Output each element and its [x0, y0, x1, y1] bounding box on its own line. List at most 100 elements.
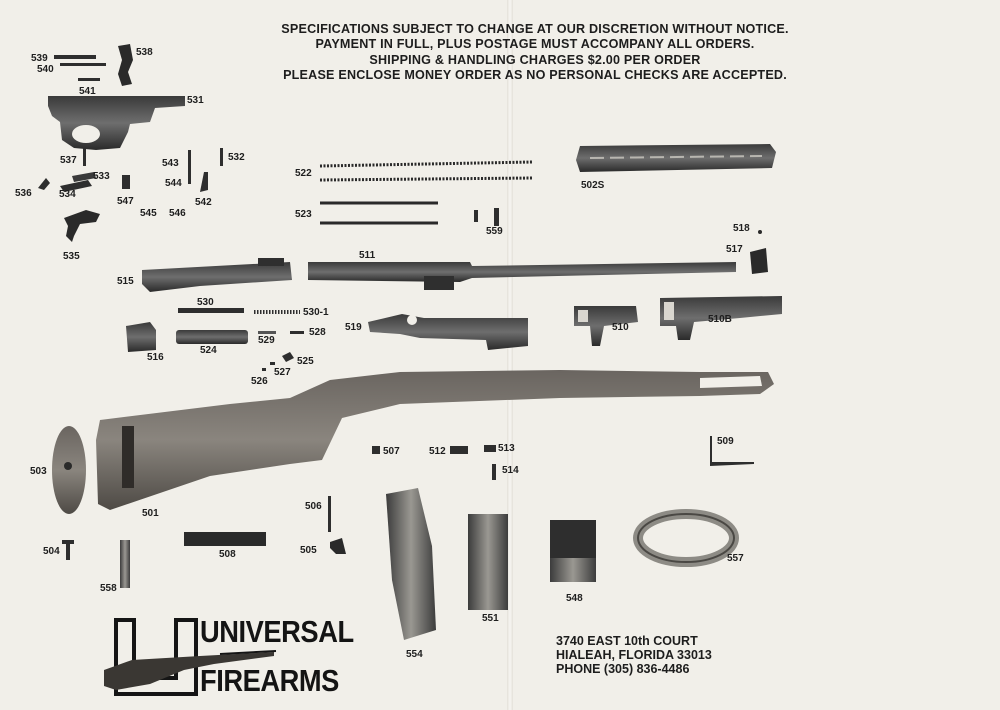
part-511-barrel [308, 262, 736, 290]
part-label: 504 [43, 546, 60, 557]
part-524-bolt [176, 330, 248, 344]
part-label: 505 [300, 545, 317, 556]
part-559 [474, 210, 478, 222]
part-533 [72, 172, 96, 182]
part-513 [484, 445, 496, 452]
part-501-stock [96, 370, 774, 510]
part-514 [492, 464, 496, 480]
part-label: 534 [59, 189, 76, 200]
part-506-pin [328, 496, 331, 532]
part-541-pin [78, 78, 100, 81]
part-label: 506 [305, 501, 322, 512]
part-label: 510B [708, 314, 732, 325]
part-531-trigger-housing [48, 96, 185, 150]
page-fold [507, 0, 513, 710]
part-label: 524 [200, 345, 217, 356]
part-label: 543 [162, 158, 179, 169]
part-504-screw [66, 540, 70, 560]
part-label: 535 [63, 251, 80, 262]
part-536 [38, 178, 50, 190]
part-label: 502S [581, 180, 605, 191]
part-519-receiver [368, 314, 528, 350]
part-label: 531 [187, 95, 204, 106]
part-label: 551 [482, 613, 499, 624]
part-label: 536 [15, 188, 32, 199]
part-505 [330, 538, 346, 554]
part-label: 542 [195, 197, 212, 208]
part-537-spring [83, 148, 86, 166]
part-label: 514 [502, 465, 519, 476]
part-label: 544 [165, 178, 182, 189]
part-543-pin [188, 150, 191, 184]
part-label: 526 [251, 376, 268, 387]
part-label: 515 [117, 276, 134, 287]
part-label: 558 [100, 583, 117, 594]
part-522-springs [319, 160, 533, 182]
part-label: 516 [147, 352, 164, 363]
part-label: 512 [429, 446, 446, 457]
part-502S-handguard [576, 144, 776, 172]
part-label: 545 [140, 208, 157, 219]
part-label: 529 [258, 335, 275, 346]
part-559 [494, 208, 499, 226]
part-503-buttplate [52, 426, 86, 514]
part-label: 530-1 [303, 307, 329, 318]
part-label: 510 [612, 322, 629, 333]
part-label: 530 [197, 297, 214, 308]
part-529 [258, 331, 276, 334]
part-label: 503 [30, 466, 47, 477]
trigger-guard-opening [72, 125, 100, 143]
part-label: 533 [93, 171, 110, 182]
part-539-pin [54, 55, 96, 59]
part-515-slide [142, 258, 292, 292]
part-526 [262, 368, 266, 371]
part-528 [290, 331, 304, 334]
part-label: 559 [486, 226, 503, 237]
part-label: 523 [295, 209, 312, 220]
part-538-hammer [118, 44, 133, 86]
part-label: 548 [566, 593, 583, 604]
part-548-top [550, 520, 596, 558]
part-557-sling [633, 509, 739, 567]
part-547 [122, 175, 130, 189]
part-530 [178, 308, 244, 313]
notice-line: PLEASE ENCLOSE MONEY ORDER AS NO PERSONA… [283, 68, 787, 83]
address-phone: PHONE (305) 836-4486 [556, 662, 690, 676]
part-554-magazine [386, 488, 436, 640]
order-notice: SPECIFICATIONS SUBJECT TO CHANGE AT OUR … [250, 22, 820, 84]
part-label: 518 [733, 223, 750, 234]
part-551-magazine [468, 514, 508, 610]
part-label: 517 [726, 244, 743, 255]
part-label: 513 [498, 443, 515, 454]
notice-line: SPECIFICATIONS SUBJECT TO CHANGE AT OUR … [281, 22, 789, 36]
part-535-trigger [64, 210, 100, 242]
part-558 [120, 540, 130, 588]
part-label: 507 [383, 446, 400, 457]
part-504-head [62, 540, 74, 544]
part-542 [200, 172, 208, 192]
part-540-pin [60, 63, 106, 66]
part-517 [750, 248, 768, 274]
part-label: 537 [60, 155, 77, 166]
part-527 [270, 362, 275, 365]
part-label: 541 [79, 86, 96, 97]
part-label: 539 [31, 53, 48, 64]
address-street: 3740 EAST 10th COURT [556, 634, 698, 648]
part-label: 528 [309, 327, 326, 338]
brand-name-line1: UNIVERSAL [200, 614, 354, 649]
part-510B [660, 296, 782, 340]
part-label: 547 [117, 196, 134, 207]
part-516 [126, 322, 156, 352]
part-label: 557 [727, 553, 744, 564]
part-525 [282, 352, 294, 362]
universal-logo-mark [104, 618, 277, 696]
part-label: 546 [169, 208, 186, 219]
part-label: 532 [228, 152, 245, 163]
part-label: 540 [37, 64, 54, 75]
part-label: 509 [717, 436, 734, 447]
part-509-wrench [710, 436, 754, 466]
part-512 [450, 446, 468, 454]
buttplate-screw [64, 462, 72, 470]
